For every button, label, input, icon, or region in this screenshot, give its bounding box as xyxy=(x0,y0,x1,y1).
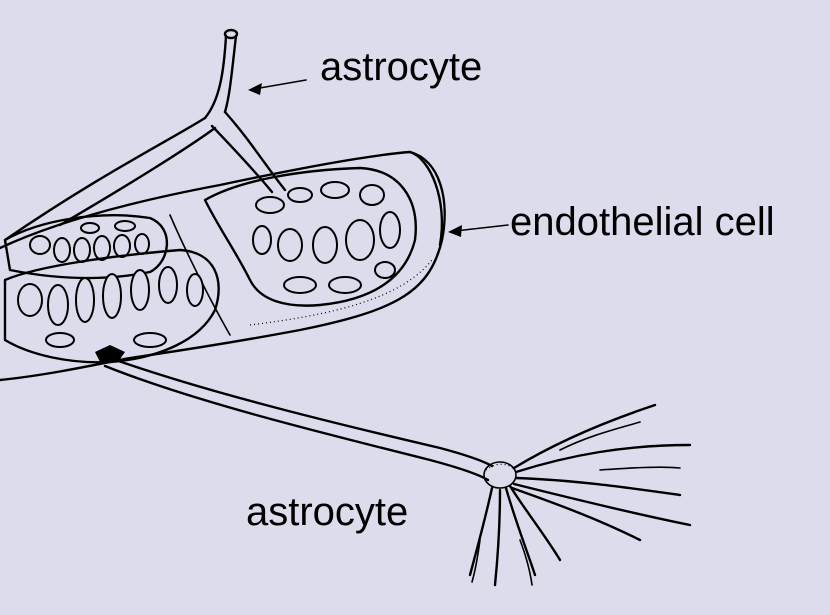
branch-left-inner xyxy=(58,126,217,227)
process-r5 xyxy=(510,486,642,542)
process-d4 xyxy=(508,484,562,562)
process-r3 xyxy=(514,476,682,497)
label-endothelial-cell: endothelial cell xyxy=(510,200,775,244)
branch-right-inner xyxy=(210,124,274,194)
endfoot-right xyxy=(203,166,417,307)
astrocyte-lower xyxy=(103,356,692,587)
long-process-upper xyxy=(108,356,494,468)
endfoot-left xyxy=(3,214,169,280)
long-process-lower xyxy=(103,364,490,482)
soma-lower xyxy=(483,461,517,489)
endfoot-lower-outline xyxy=(3,248,220,364)
process-tip xyxy=(223,28,239,40)
astrocyte-upper xyxy=(3,28,287,242)
vessel-seam xyxy=(169,214,231,336)
arrow-endothelial xyxy=(448,224,509,237)
label-astrocyte-bottom: astrocyte xyxy=(246,490,409,534)
process-r2 xyxy=(514,443,692,474)
astro-main-process-left xyxy=(203,34,228,120)
process-r1 xyxy=(512,403,657,470)
process-d3 xyxy=(504,486,537,577)
branch-right xyxy=(223,110,287,192)
endfoot-lower xyxy=(3,248,220,364)
process-d2 xyxy=(493,488,502,587)
endfoot-right-outline xyxy=(203,166,417,307)
branch-left xyxy=(3,116,207,242)
arrow-top xyxy=(248,79,307,95)
label-astrocyte-top: astrocyte xyxy=(320,45,483,89)
astro-main-process-right xyxy=(223,34,238,114)
process-d1 xyxy=(468,486,494,577)
endfoot-left-outline xyxy=(3,214,169,280)
vessel-end-rim xyxy=(408,150,444,247)
process-r4 xyxy=(512,482,692,527)
process-junction xyxy=(95,345,125,362)
